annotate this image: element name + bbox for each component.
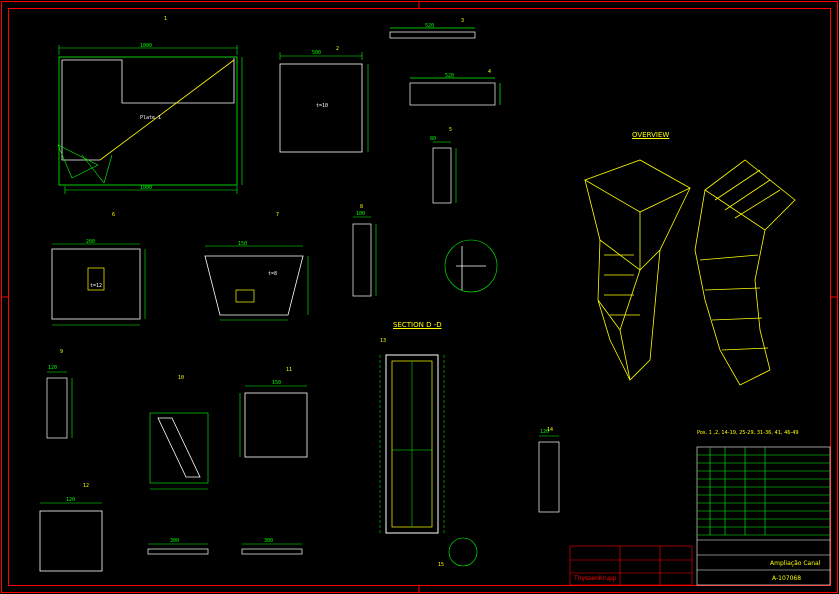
section-title: SECTION D -D — [393, 321, 442, 329]
dim-strip-bottom-1: 300 — [170, 538, 180, 544]
section-d-d — [379, 354, 478, 567]
balloon-15: 15 — [438, 562, 445, 568]
dim-strip-bottom-2: 300 — [264, 538, 274, 544]
balloon-3: 3 — [461, 18, 465, 24]
dim-bar: 100 — [356, 211, 366, 217]
part-plate-with-hole — [51, 243, 146, 326]
part-plate-right-lower — [538, 435, 560, 513]
dim-plate2: 500 — [312, 50, 322, 56]
balloon-7: 7 — [276, 212, 280, 218]
part-trapezoid — [204, 245, 309, 321]
balloon-11: 11 — [286, 367, 293, 373]
dim-plate-right-lower: 120 — [540, 429, 550, 435]
dim-plate-left-lower: 120 — [48, 365, 58, 371]
part-plate-bottom-left — [39, 502, 103, 572]
balloon-4: 4 — [488, 69, 492, 75]
part-parallelogram — [149, 412, 209, 490]
title-block-company: ThyssenKrupp — [574, 575, 617, 582]
part-bar-vertical — [352, 216, 377, 297]
dim-square-mid: 150 — [272, 380, 282, 386]
overview-title: OVERVIEW — [632, 131, 670, 139]
part-plate-small-vertical — [432, 141, 457, 204]
balloon-9: 9 — [60, 349, 64, 355]
balloon-12: 12 — [83, 483, 90, 489]
balloon-13: 13 — [380, 338, 387, 344]
part-strips-bottom — [147, 543, 303, 555]
balloon-5: 5 — [449, 127, 453, 133]
title-block-drawing-no: A-107068 — [772, 575, 802, 582]
dim-strip-top: 520 — [425, 23, 435, 29]
balloon-6: 6 — [112, 212, 116, 218]
dim-small-vertical: 80 — [430, 136, 437, 142]
part-plate-2 — [279, 52, 369, 153]
title-block-project: Ampliação Canal — [770, 560, 821, 567]
balloon-2: 2 — [336, 46, 340, 52]
dim-width-plate1: 1000 — [140, 185, 153, 191]
balloon-1: 1 — [164, 16, 168, 22]
trapezoid-thickness: t=8 — [268, 271, 278, 277]
part-plate-square-mid — [239, 385, 308, 458]
plate2-label: t=10 — [316, 103, 329, 109]
balloon-8: 8 — [360, 204, 364, 210]
part-strip-2 — [409, 77, 501, 106]
plate-label: Plate 1 — [140, 115, 162, 121]
part-plate-left-lower — [46, 371, 73, 439]
balloon-10: 10 — [178, 375, 185, 381]
dim-top-plate1: 1000 — [140, 43, 153, 49]
plate-hole-thickness: t=12 — [90, 283, 103, 289]
title-block — [569, 446, 831, 586]
detail-circle-1 — [444, 239, 498, 293]
dim-bottom-left: 120 — [66, 497, 76, 503]
balloon-14: 14 — [547, 427, 554, 433]
dim-strip-2: 520 — [445, 73, 455, 79]
part-strip-top — [389, 27, 476, 39]
pos-notes: Pos. 1 ,2, 14-19, 25-29, 31-36, 41, 46-4… — [697, 430, 799, 436]
dim-trapezoid: 150 — [238, 241, 248, 247]
dim-plate-hole: 200 — [86, 239, 96, 245]
part-plate-1 — [57, 45, 243, 194]
overview-assembly-right — [694, 159, 796, 386]
overview-assembly-left — [584, 159, 691, 381]
